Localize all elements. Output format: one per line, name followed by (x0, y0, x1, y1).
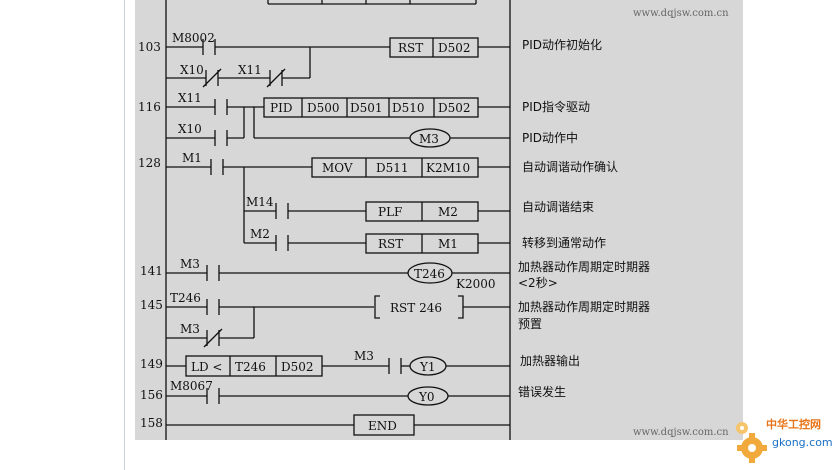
instr-pid-arg4: D502 (438, 101, 471, 115)
annotation-156: 错误发生 (518, 384, 566, 399)
contact-m1: M1 (182, 151, 202, 165)
rung-128 (166, 157, 510, 254)
watermark-top: www.dqjsw.com.cn (633, 8, 729, 19)
watermark-bottom: www.dqjsw.com.cn (633, 427, 729, 438)
contact-m3-149: M3 (354, 349, 374, 363)
contact-m8002: M8002 (172, 31, 215, 45)
contact-m2: M2 (250, 227, 270, 241)
annotation-116: PID指令驱动 (522, 99, 590, 114)
coil-t246-label: T246 (414, 267, 445, 281)
page-frame-border (124, 0, 125, 470)
contact-m3-nc: M3 (180, 322, 200, 336)
step-149: 149 (140, 357, 163, 371)
annotation-141-line2: <2秒> (518, 276, 558, 290)
coil-y0-label: Y0 (418, 390, 435, 404)
annotation-149: 加热器输出 (520, 353, 580, 368)
instr-plf-op: PLF (378, 205, 402, 219)
rung-149 (166, 355, 510, 377)
contact-t246: T246 (170, 291, 201, 305)
instr-end: END (368, 419, 397, 433)
contact-x11-no: X11 (178, 91, 202, 105)
instr-rst-op: RST (398, 41, 423, 55)
rung-158 (166, 414, 510, 436)
step-145: 145 (140, 298, 163, 312)
instr-ld-op: LD < (191, 360, 222, 374)
step-103: 103 (138, 40, 161, 54)
rung-145 (166, 295, 510, 348)
annotation-m14: 自动调谐结束 (522, 200, 594, 214)
clipped-instruction-top (267, 0, 477, 5)
gkong-logo: 中华工控网 gkong.com (736, 417, 833, 463)
coil-y1-label: Y1 (419, 360, 436, 374)
rung-103 (166, 37, 510, 88)
instr-pid-arg3: D510 (392, 101, 425, 115)
plc-ladder-diagram: www.dqjsw.com.cn www.dqjsw.com.cn 103 11… (135, 0, 743, 440)
annotation-145-line1: 加热器动作周期定时期器 (518, 299, 650, 314)
instr-pid-arg1: D500 (307, 101, 340, 115)
instr-plf-arg: M2 (438, 205, 458, 219)
rung-156 (166, 386, 510, 406)
annotation-116-coil: PID动作中 (522, 130, 578, 145)
instr-mov-arg2: K2M10 (426, 161, 470, 175)
step-116: 116 (138, 100, 161, 114)
contact-m14: M14 (246, 195, 274, 209)
annotation-141-line1: 加热器动作周期定时期器 (518, 259, 650, 274)
step-158: 158 (140, 416, 163, 430)
instr-mov-op: MOV (322, 161, 353, 175)
instr-ld-arg1: T246 (235, 360, 266, 374)
instr-pid-op: PID (270, 101, 292, 115)
step-156: 156 (140, 388, 163, 402)
instr-rst-arg: D502 (438, 41, 471, 55)
annotation-m2: 转移到通常动作 (522, 235, 606, 250)
coil-m3-label: M3 (419, 132, 439, 146)
logo-text-en: gkong.com (772, 436, 833, 449)
instr-rst-m1-arg: M1 (438, 237, 458, 251)
annotation-103: PID动作初始化 (522, 38, 602, 52)
step-141: 141 (140, 264, 163, 278)
contact-m3-141: M3 (180, 257, 200, 271)
rung-116 (166, 97, 510, 148)
instr-rst-246: RST 246 (390, 301, 442, 315)
rung-141 (166, 262, 510, 284)
annotation-128: 自动调谐动作确认 (522, 160, 618, 174)
coil-t246-preset: K2000 (456, 277, 496, 291)
contact-x11-nc: X11 (238, 63, 262, 77)
contact-m8067: M8067 (170, 379, 213, 393)
contact-x10-nc: X10 (180, 63, 204, 77)
instr-rst-m1-op: RST (378, 237, 403, 251)
logo-text-cn: 中华工控网 (766, 417, 821, 431)
contact-x10-no: X10 (178, 122, 202, 136)
instr-pid-arg2: D501 (350, 101, 383, 115)
gear-icon (736, 422, 767, 463)
instr-ld-arg2: D502 (281, 360, 314, 374)
step-128: 128 (138, 156, 161, 170)
annotation-145-line2: 预置 (518, 317, 542, 331)
instr-mov-arg1: D511 (376, 161, 409, 175)
